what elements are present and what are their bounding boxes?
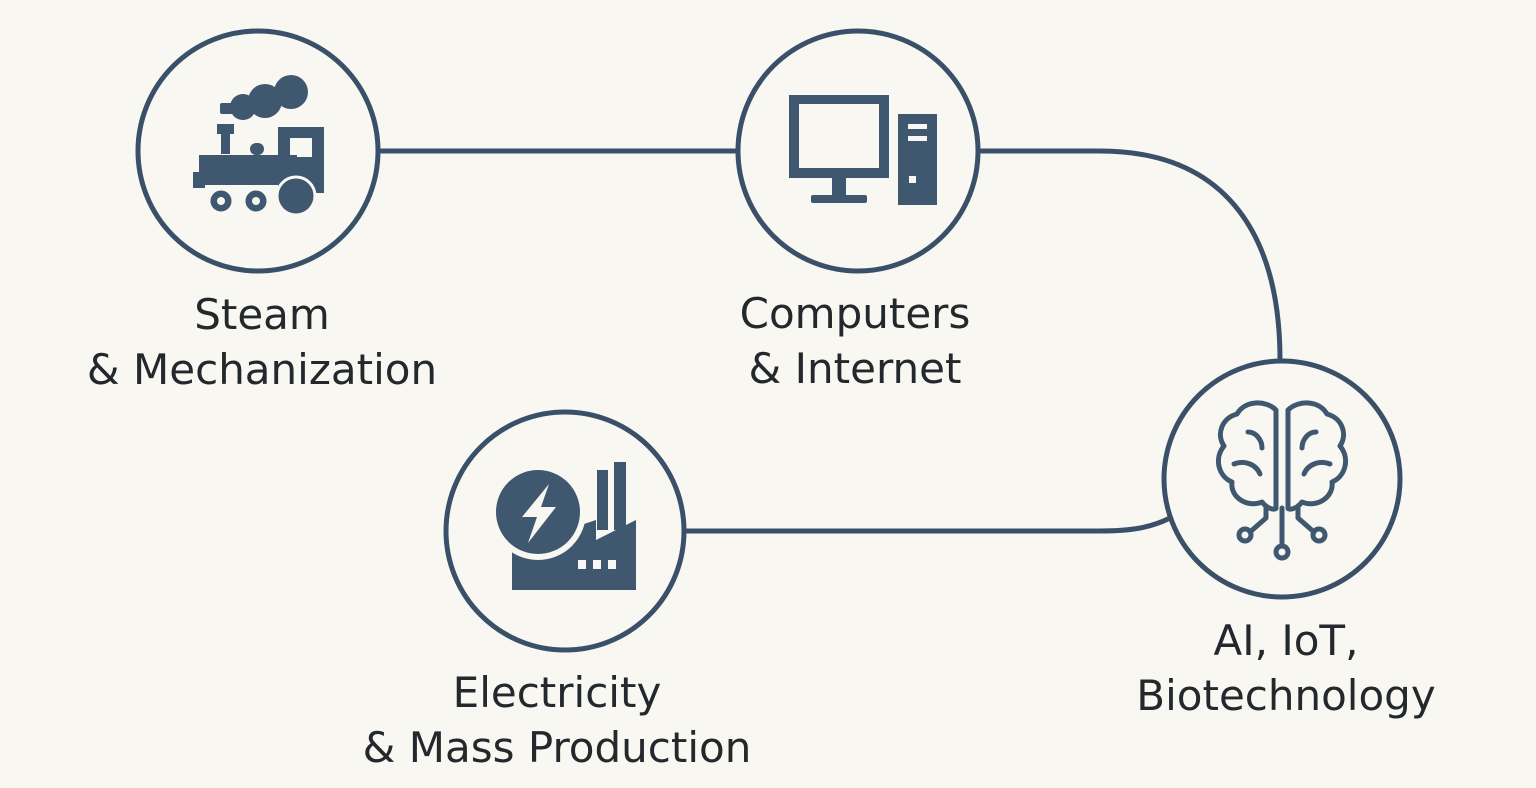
label-computers: Computers & Internet <box>740 286 971 396</box>
locomotive-wheel-hubs <box>217 197 260 205</box>
label-ai: AI, IoT, Biotechnology <box>1136 613 1435 723</box>
connectors <box>375 148 1283 534</box>
connector-computers-ai <box>975 148 1283 363</box>
label-steam-line2: & Mechanization <box>86 345 438 394</box>
label-steam-line1: Steam <box>194 290 330 339</box>
label-ai-line2: Biotechnology <box>1136 671 1436 720</box>
label-computers-line2: & Internet <box>748 344 962 393</box>
label-electricity-line2: & Mass Production <box>362 723 752 772</box>
node-circle-computers <box>735 28 981 274</box>
label-ai-line1: AI, IoT, <box>1213 616 1359 665</box>
connector-ai-electricity <box>681 515 1173 534</box>
label-computers-line1: Computers <box>739 289 971 338</box>
node-circle-ai <box>1161 358 1403 600</box>
electric-factory-icon <box>490 462 636 590</box>
brain-circuit-icon <box>1215 400 1349 561</box>
steam-locomotive-icon <box>193 75 324 193</box>
label-electricity-line1: Electricity <box>452 668 662 717</box>
desktop-computer-icon <box>789 95 937 205</box>
label-steam: Steam & Mechanization <box>87 287 437 397</box>
label-electricity: Electricity & Mass Production <box>363 665 752 775</box>
